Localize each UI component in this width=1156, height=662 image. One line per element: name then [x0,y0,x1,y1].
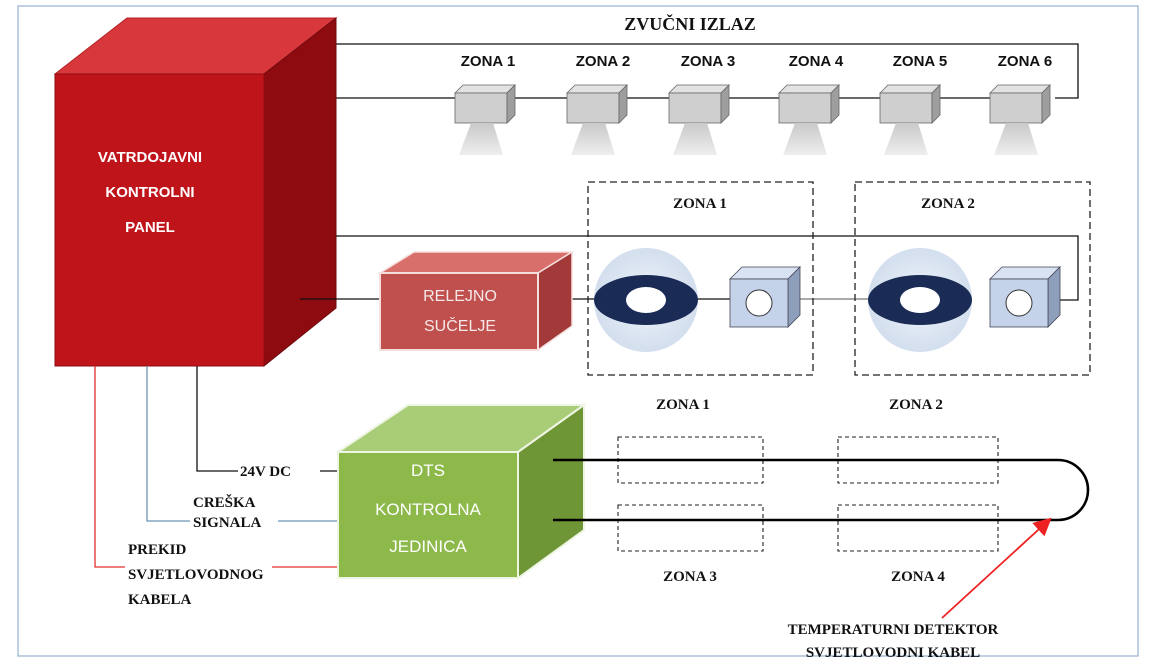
detector-zone-label: ZONA 2 [889,397,943,413]
fault-label-line: CREŠKA [193,494,256,511]
beam-receiver-icon [989,266,1061,328]
beam-receiver-icon [729,266,801,328]
speaker-icon [454,84,516,155]
fault-signal-wire [146,366,190,522]
sound-output-return-wire [336,43,1079,99]
sound-zone-label: ZONA 4 [789,53,844,70]
sound-zone-label: ZONA 3 [681,53,735,70]
relay-front-face [379,272,539,351]
cable-zone-box [837,504,999,552]
relay-label-line: SUČELJE [424,316,496,335]
sound-zone-label: ZONA 1 [461,53,515,70]
panel-label-line: PANEL [125,219,175,236]
cable-pointer-arrow [941,517,1052,619]
panel-label-line: KONTROLNI [105,184,194,201]
fiber-break-wire [94,366,125,568]
speaker-icon [668,84,730,155]
sound-zone-label: ZONA 6 [998,53,1052,70]
panel-front-face [54,73,265,367]
fire-alarm-control-panel: VATRDOJAVNI KONTROLNI PANEL [53,16,338,368]
detector-return-wire [336,235,1079,301]
speaker-icon [778,84,840,155]
power-wire [196,366,238,472]
relay-label-line: RELEJNO [423,288,497,305]
cable-zone-label: ZONA 4 [891,569,945,585]
relay-interface: RELEJNO SUČELJE [377,250,575,352]
speaker-icon [566,84,628,155]
beam-transmitter-icon [594,248,698,352]
fiber-break-label-line: PREKID [128,542,187,558]
panel-side-face [263,16,337,368]
outer-frame [17,5,1139,657]
fiber-break-label-line: SVJETLOVODNOG [128,567,264,583]
detector-zone-label: ZONA 1 [656,397,710,413]
detector-zone-box [854,181,1091,376]
detector-zone-box-label: ZONA 2 [921,196,975,212]
fiber-break-label-line: KABELA [128,592,192,608]
power-label: 24V DC [240,464,291,480]
cable-label-line: SVJETLOVODNI KABEL [806,645,980,661]
detector-zone-box-label: ZONA 1 [673,196,727,212]
beam-transmitter-icon [868,248,972,352]
dts-label-line: JEDINICA [389,537,467,556]
dts-front-face [337,451,519,579]
sound-zone-labels: ZONA 1 ZONA 2 ZONA 3 ZONA 4 ZONA 5 ZONA … [461,53,1052,70]
sound-output-title: ZVUČNI IZLAZ [624,13,756,34]
sound-zone-label: ZONA 2 [576,53,630,70]
dts-label-line: KONTROLNA [375,500,481,519]
detector-zone-box [587,181,814,376]
speaker-icon [989,84,1051,155]
cable-zone-label: ZONA 3 [663,569,717,585]
speaker-icon [879,84,941,155]
sound-zone-label: ZONA 5 [893,53,947,70]
fiber-optic-cable [553,458,1090,522]
cable-zone-box [617,504,764,552]
cable-label-line: TEMPERATURNI DETEKTOR [788,622,999,638]
panel-label-line: VATRDOJAVNI [98,149,202,166]
dts-label-line: DTS [411,461,445,480]
fault-label-line: SIGNALA [193,515,262,531]
dts-control-unit: DTS KONTROLNA JEDINICA [334,403,588,580]
